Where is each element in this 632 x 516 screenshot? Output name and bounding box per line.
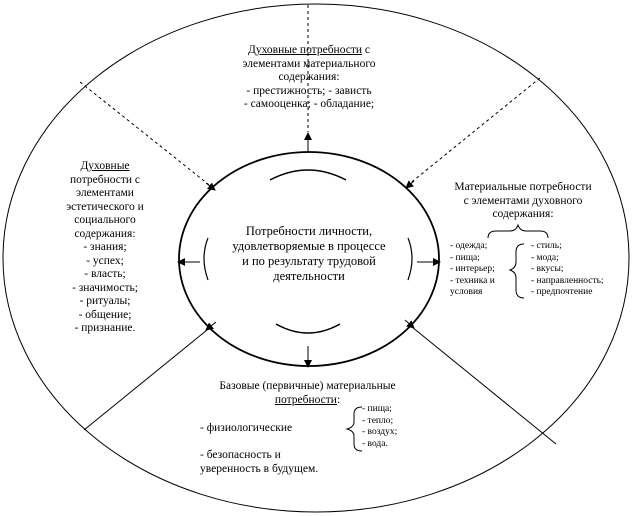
divider-solid-lower-left <box>83 329 208 431</box>
bottom-sector-title: Базовые (первичные) материальные потребн… <box>185 380 430 407</box>
brace-bottom <box>345 406 363 452</box>
left-line: - успех; <box>86 254 124 267</box>
brace-right-middle <box>508 243 525 299</box>
bottom-title-underlined: потребности <box>274 393 337 406</box>
bottom-safety-line: - безопасность и <box>200 449 281 461</box>
right-list-item: - интерьер; <box>450 264 495 274</box>
left-line: - общение; <box>78 308 132 321</box>
top-sector-text: Духовные потребности с элементами матери… <box>194 44 424 112</box>
right-title-line: содержания: <box>492 208 554 220</box>
left-line: социального <box>74 214 136 226</box>
left-line: - признание. <box>74 322 136 334</box>
top-title-underlined: Духовные потребности <box>247 44 363 56</box>
brace-right-top <box>487 223 549 239</box>
inner-arc-bottom <box>275 323 341 334</box>
right-list-item: - техника и <box>450 275 495 286</box>
bottom-physiological: - физиологические <box>200 422 293 434</box>
left-line: - власть; <box>84 268 126 280</box>
top-line: - престижность; - зависть <box>246 84 372 97</box>
inner-arc-top <box>269 169 347 181</box>
right-quality-item: - предпочтение <box>531 287 593 297</box>
right-list-item: - одежда; <box>450 241 488 251</box>
right-quality-item: - стиль; <box>531 241 562 251</box>
right-list-item: условия <box>450 287 483 297</box>
outer-ellipse <box>2 3 630 513</box>
top-title: Духовные потребности с <box>194 44 424 58</box>
left-line: - знания; <box>83 241 127 253</box>
left-line: элементами <box>76 187 134 199</box>
arrow-upper-left <box>205 182 216 191</box>
inner-arc-left <box>203 237 209 281</box>
left-line: - ритуалы; <box>79 295 131 307</box>
left-title: Духовные <box>80 160 130 172</box>
bottom-sub-items: - пища; - тепло; - воздух; - вода. <box>362 404 432 450</box>
center-line: Потребности личности, <box>245 224 373 238</box>
arrow-lower-right <box>404 319 415 329</box>
bottom-sub-item: - воздух; <box>362 427 398 437</box>
top-line: - самооценка; - обладание; <box>243 98 375 110</box>
bottom-title-colon: : <box>336 393 341 406</box>
center-line: удовлетворяемые в процессе <box>232 239 386 253</box>
right-title-line: с элементами духовного <box>463 194 583 207</box>
divider-dashed-upper-right <box>407 77 541 186</box>
divider-solid-lower-right <box>411 326 557 445</box>
divider-dashed-upper-left <box>79 81 214 189</box>
arrow-lower-left <box>205 321 217 331</box>
inner-arc-right <box>407 237 413 281</box>
left-line: - значимость; <box>72 281 138 294</box>
right-quality-item: - направленность; <box>531 275 604 286</box>
right-title-line: Материальные потребности <box>454 181 592 193</box>
bottom-sub-item: - пища; <box>362 404 392 414</box>
bottom-title-line1: Базовые (первичные) материальные <box>219 380 396 392</box>
left-line: потребности с <box>69 173 141 186</box>
bottom-safety: - безопасность и уверенность в будущем. <box>200 449 318 476</box>
right-quality-item: - мода; <box>531 252 559 263</box>
bottom-title-line2: потребности: <box>185 394 430 408</box>
arrow-upper-right <box>405 180 415 189</box>
top-title-rest: с <box>362 44 371 56</box>
bottom-safety-line: уверенность в будущем. <box>200 462 319 475</box>
right-quality-item: - вкусы; <box>531 264 564 274</box>
top-line: содержания: <box>278 71 340 83</box>
left-line: эстетического и <box>66 200 144 213</box>
right-list-item: - пища; <box>450 252 480 263</box>
right-sector-title: Материальные потребности с элементами ду… <box>438 181 608 222</box>
center-line: деятельности <box>273 269 345 283</box>
bottom-sub-item: - тепло; <box>362 415 394 426</box>
top-line: элементами материального <box>242 57 376 70</box>
bottom-sub-item: - вода. <box>362 438 388 449</box>
right-list-items: - одежда; - пища; - интерьер; - техника … <box>450 241 514 299</box>
left-sector-text: Духовные потребности с элементами эстети… <box>40 160 170 336</box>
right-list-qualities: - стиль; - мода; - вкусы; - направленнос… <box>531 241 627 299</box>
center-line: и по результату трудовой <box>242 254 376 268</box>
left-line: содержания: <box>74 227 136 240</box>
center-text: Потребности личности, удовлетворяемые в … <box>219 224 399 284</box>
